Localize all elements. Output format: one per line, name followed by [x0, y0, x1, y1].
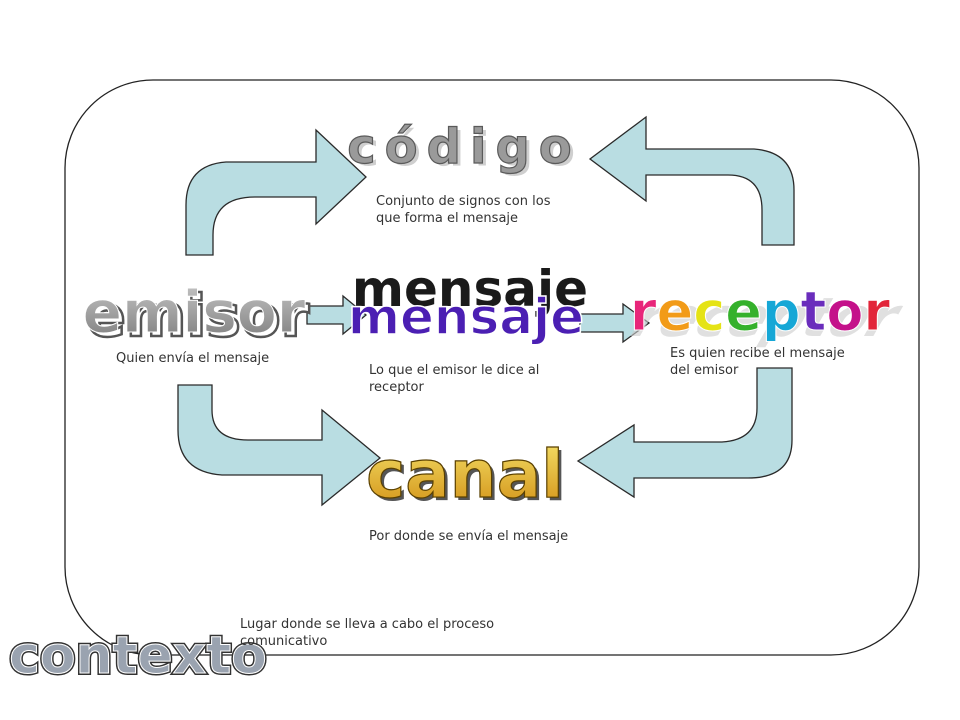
emisor-title: emisor emisor	[82, 278, 311, 352]
receptor-letter: p	[762, 280, 801, 343]
svg-text:canal: canal	[369, 439, 567, 516]
receptor-description: Es quien recibe el mensaje del emisor	[670, 346, 845, 378]
contexto-description: Lugar donde se lleva a cabo el proceso c…	[240, 617, 495, 649]
svg-text:código: código	[351, 122, 585, 178]
receptor-letter: e	[657, 280, 694, 343]
codigo-description: Conjunto de signos con los que forma el …	[376, 194, 551, 226]
svg-text:receptor: receptor	[619, 286, 916, 349]
contexto-title: contexto contexto	[7, 624, 269, 688]
svg-text:canal: canal	[366, 436, 564, 513]
curved-arrow-receptor-canal	[576, 367, 793, 499]
svg-text:mensaje: mensaje	[352, 260, 588, 318]
mensaje-description: Lo que el emisor le dice al receptor	[369, 363, 540, 395]
curved-arrow-emisor-canal	[177, 384, 382, 507]
svg-text:emisor: emisor	[83, 278, 306, 346]
svg-text:contexto: contexto	[9, 626, 267, 686]
svg-text:contexto: contexto	[9, 626, 267, 686]
receptor-letter: e	[725, 280, 762, 343]
canal-title: canal canal	[365, 435, 567, 516]
curved-arrow-emisor-codigo	[185, 128, 367, 256]
receptor-letter: r	[630, 280, 657, 343]
curved-arrow-receptor-codigo	[588, 115, 795, 246]
receptor-letter: c	[693, 280, 725, 343]
canal-description: Por donde se envía el mensaje	[369, 529, 569, 544]
emisor-description: Quien envía el mensaje	[116, 351, 270, 366]
svg-text:emisor: emisor	[87, 282, 310, 350]
svg-text:código: código	[347, 119, 581, 175]
receptor-letter: o	[826, 280, 863, 343]
mensaje-title: mensaje mensaje	[347, 260, 588, 347]
svg-text:mensaje: mensaje	[348, 288, 584, 346]
receptor-letter: r	[863, 280, 890, 343]
receptor-title: receptor receptor	[619, 280, 916, 349]
svg-text:receptor: receptor	[630, 280, 891, 343]
diagram-frame	[64, 79, 920, 656]
codigo-title: código código	[347, 118, 585, 178]
receptor-letter: t	[800, 280, 826, 343]
straight-arrow-emisor-mensaje	[306, 294, 368, 336]
straight-arrow-mensaje-receptor	[579, 302, 651, 344]
